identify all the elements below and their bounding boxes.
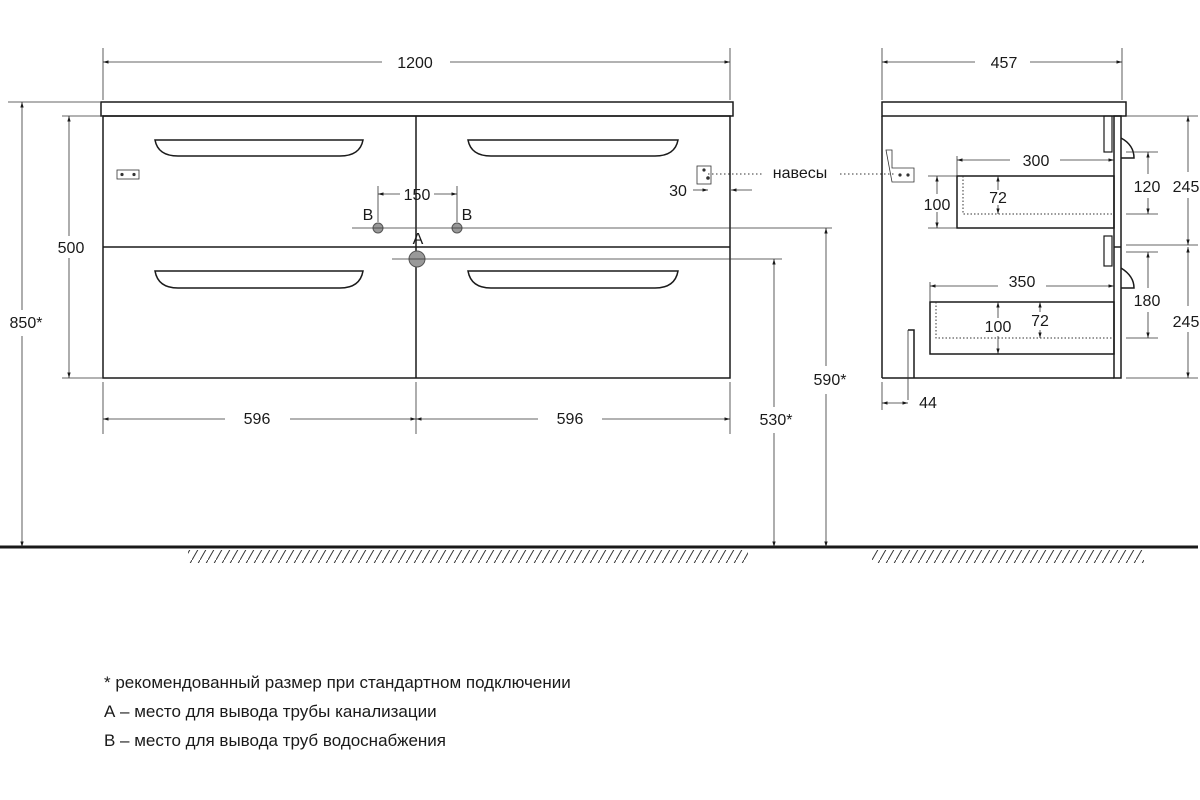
upper-drawer — [956, 175, 1115, 229]
lower-drawer — [929, 301, 1115, 355]
dim-lower-front-height: 245 — [1173, 314, 1200, 331]
hinge-bracket-icon — [696, 165, 712, 185]
countertop — [100, 101, 734, 117]
label-b-left: B — [363, 207, 374, 224]
dim-b-spacing: 150 — [404, 187, 431, 204]
dim-lower-drawer-depth: 350 — [1009, 274, 1036, 291]
dim-upper-drawer-height: 100 — [924, 197, 951, 214]
handle-icon — [467, 139, 679, 157]
dim-height-a: 590* — [814, 372, 847, 389]
dim-depth: 457 — [991, 55, 1018, 72]
dim-height-total: 850* — [10, 315, 43, 332]
handle-side-icon — [1120, 137, 1135, 159]
hinges-label: навесы — [773, 165, 827, 182]
dim-hinge-offset: 30 — [669, 183, 687, 200]
dim-upper-drawer-depth: 300 — [1023, 153, 1050, 170]
dim-body-height: 500 — [58, 240, 85, 257]
note-sewer: А – место для вывода трубы канализации — [104, 702, 437, 721]
handle-icon — [154, 139, 364, 157]
dim-lower-drawer-height: 100 — [985, 319, 1012, 336]
dim-upper-front-height: 245 — [1173, 179, 1200, 196]
dim-lower-gap: 180 — [1134, 293, 1161, 310]
dim-plinth-offset: 44 — [919, 395, 937, 412]
hinge-bracket-icon — [116, 169, 140, 180]
dim-lower-drawer-inner: 72 — [1031, 313, 1049, 330]
dim-width-right: 596 — [557, 411, 584, 428]
label-a: A — [413, 231, 424, 248]
notes: * рекомендованный размер при стандартном… — [104, 668, 571, 755]
note-recommended: * рекомендованный размер при стандартном… — [104, 673, 571, 692]
dim-width-total: 1200 — [397, 55, 433, 72]
handle-icon — [467, 270, 679, 289]
floor-line — [0, 545, 1198, 563]
dim-upper-drawer-inner: 72 — [989, 190, 1007, 207]
dim-width-left: 596 — [244, 411, 271, 428]
handle-icon — [154, 270, 364, 289]
hinge-bracket-side-icon — [885, 149, 915, 183]
front-view: 1200 850* 500 596 596 150 B B A — [8, 48, 896, 547]
label-b-right: B — [462, 207, 473, 224]
side-view: 457 300 100 72 350 100 72 120 — [881, 48, 1200, 412]
dim-upper-gap: 120 — [1134, 179, 1161, 196]
dim-height-b: 530* — [760, 412, 793, 429]
handle-side-icon — [1120, 267, 1135, 289]
note-water: В – место для вывода труб водоснабжения — [104, 731, 446, 750]
